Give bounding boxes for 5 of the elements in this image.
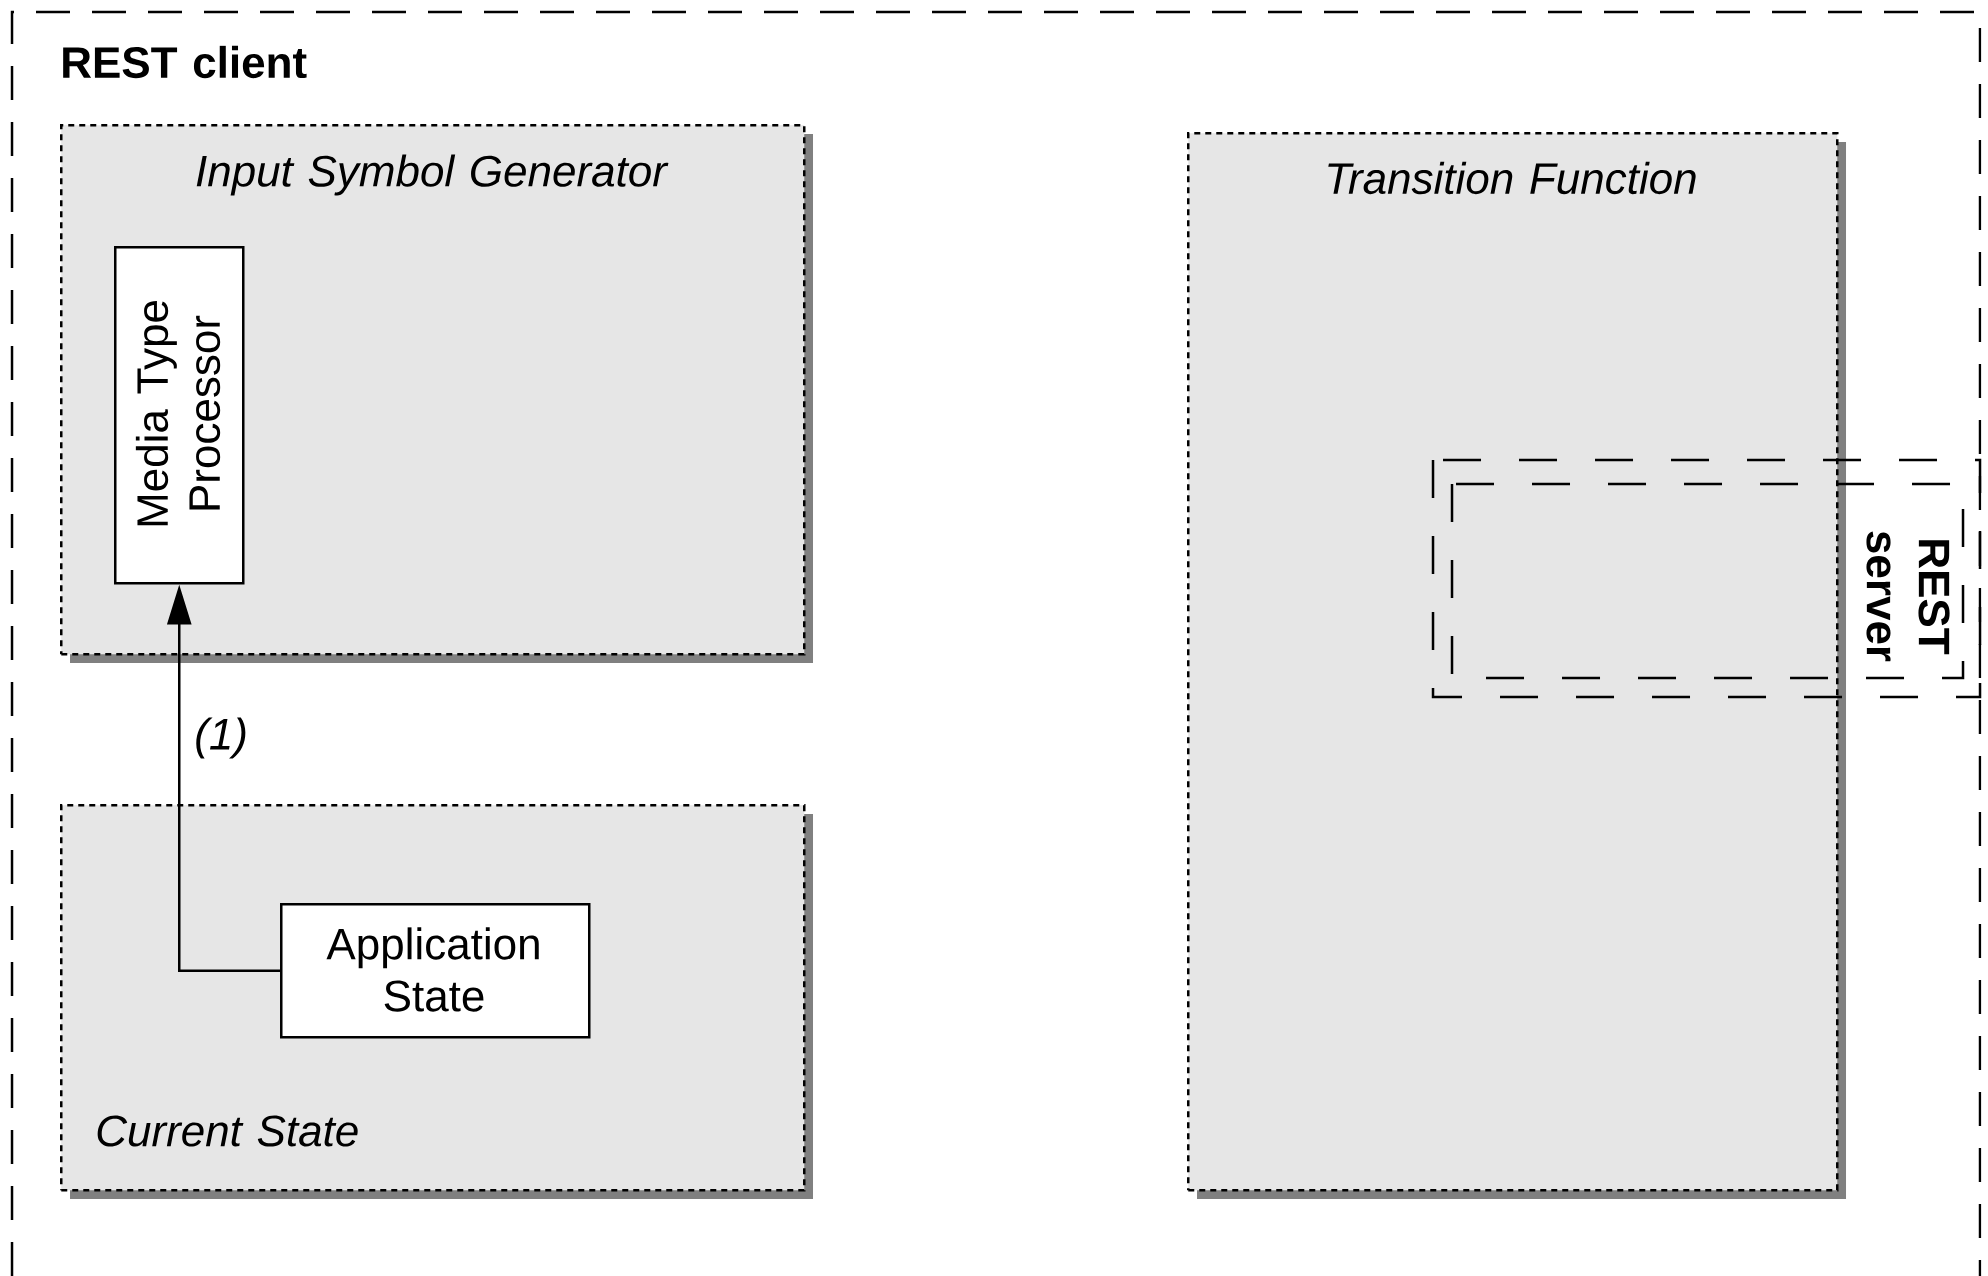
process-box: Application State <box>280 903 591 1039</box>
process-box: Media Type Processor <box>114 246 245 585</box>
group-box: Transition Function <box>1187 132 1846 1199</box>
boundary-box: REST server <box>1431 458 1982 699</box>
edge-label: (1) <box>196 717 246 759</box>
